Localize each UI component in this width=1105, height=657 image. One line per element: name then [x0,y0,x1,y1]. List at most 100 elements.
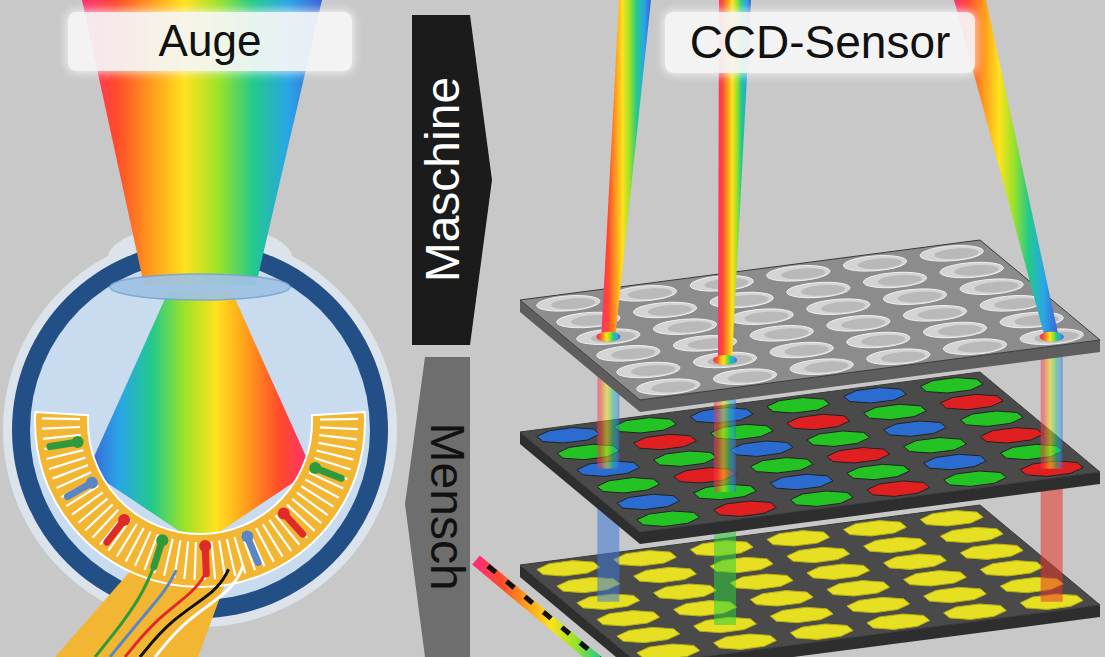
photodiode [847,597,910,612]
cone-cell-head [241,531,253,543]
cone-cell [249,540,258,562]
color-filter [617,494,680,509]
photoreceptor-strip [269,520,291,551]
microlens-shade [955,265,999,276]
photodiode [730,574,793,589]
cone-cell [68,485,89,497]
nerve-wire [140,569,229,657]
photodiode [537,561,600,576]
photoreceptor-strip [49,458,85,469]
cone-cell-head [199,540,211,552]
color-filter [980,428,1043,443]
title-box: CCD-Sensor [665,12,975,73]
photodiode [790,624,853,639]
photoreceptor-strip [46,450,83,459]
microlens-shade [728,372,772,383]
color-filter [924,454,987,469]
photodiode [884,554,947,569]
color-filter [597,478,660,493]
microlens [960,279,1023,295]
microlens-shade [781,268,825,279]
microlens-shade [631,365,675,376]
direction-arrow: Mensch [405,357,470,657]
arrow-fill [412,15,492,345]
microlens-shade [611,348,655,359]
photodiode [807,564,870,579]
color-filter [884,421,947,436]
cone-cell [202,550,210,574]
beam-spot [713,355,737,365]
microlens-shade [975,282,1019,293]
node-label: Mensch [420,423,475,591]
cone-cell [319,469,341,478]
microlens-shade [821,302,865,313]
color-filter [867,481,930,496]
cone-cell-head [86,477,98,489]
photodiode [867,614,930,629]
microlens-shade [648,305,692,316]
photodiode [920,511,983,526]
microlens-shade [898,292,942,303]
retina [35,412,365,587]
cone-cell-head [118,514,130,526]
photoreceptor-strip [219,540,225,578]
microlens [847,332,910,347]
color-filter [730,441,793,456]
microlens [924,322,987,337]
photoreceptor-strip [184,541,188,579]
cone-cell-head [156,534,168,546]
photodiode [827,581,890,596]
microlens-shade [841,318,885,329]
direction-arrow: Maschine [412,15,492,345]
photoreceptor-strip [292,499,321,523]
microlens [884,289,947,305]
microlens [714,369,777,385]
cone-cell-head [278,507,290,519]
color-filter [787,414,850,429]
photodiode [844,521,907,536]
photodiode [944,604,1007,619]
color-filter [770,474,833,489]
nerve-wire [155,566,243,657]
photodiode [654,584,717,599]
photoreceptor-strip [319,435,357,439]
microlens [790,359,853,375]
microlens-shade [1035,332,1079,343]
microlens-shade [805,362,849,373]
microlens [597,346,660,362]
color-filter [750,458,813,473]
microlens-shade [745,312,789,323]
photoreceptor-strip [72,492,103,514]
microlens-shade [861,335,905,346]
microlens [944,339,1007,355]
color-filter [537,428,600,443]
photodiode [770,607,833,622]
color-filter [807,431,870,446]
microlens-shade [878,275,922,286]
microlens-shade [881,352,925,363]
vitreous-body [30,260,370,600]
photoreceptor-strips [42,418,358,580]
microlens-shade [551,298,595,309]
photoreceptor-strip [42,427,80,429]
photoreceptor-strip [42,417,80,420]
photoreceptor-strip [317,451,354,460]
readout-ticks [488,566,660,657]
photoreceptor-strip [135,531,151,566]
photodiode [787,547,850,562]
node-label: Maschine [415,77,470,282]
beam-spot [1040,332,1064,342]
microlens-shade [995,298,1039,309]
microlens [864,272,927,287]
cone-cell [50,443,74,447]
microlens [537,296,600,312]
cone-cell [286,516,302,534]
photodiode [750,591,813,606]
cone-cell-head [72,436,84,448]
microlens-shade [765,328,809,339]
photodiode [980,561,1043,576]
microlens [770,342,833,357]
color-filter [637,511,700,526]
